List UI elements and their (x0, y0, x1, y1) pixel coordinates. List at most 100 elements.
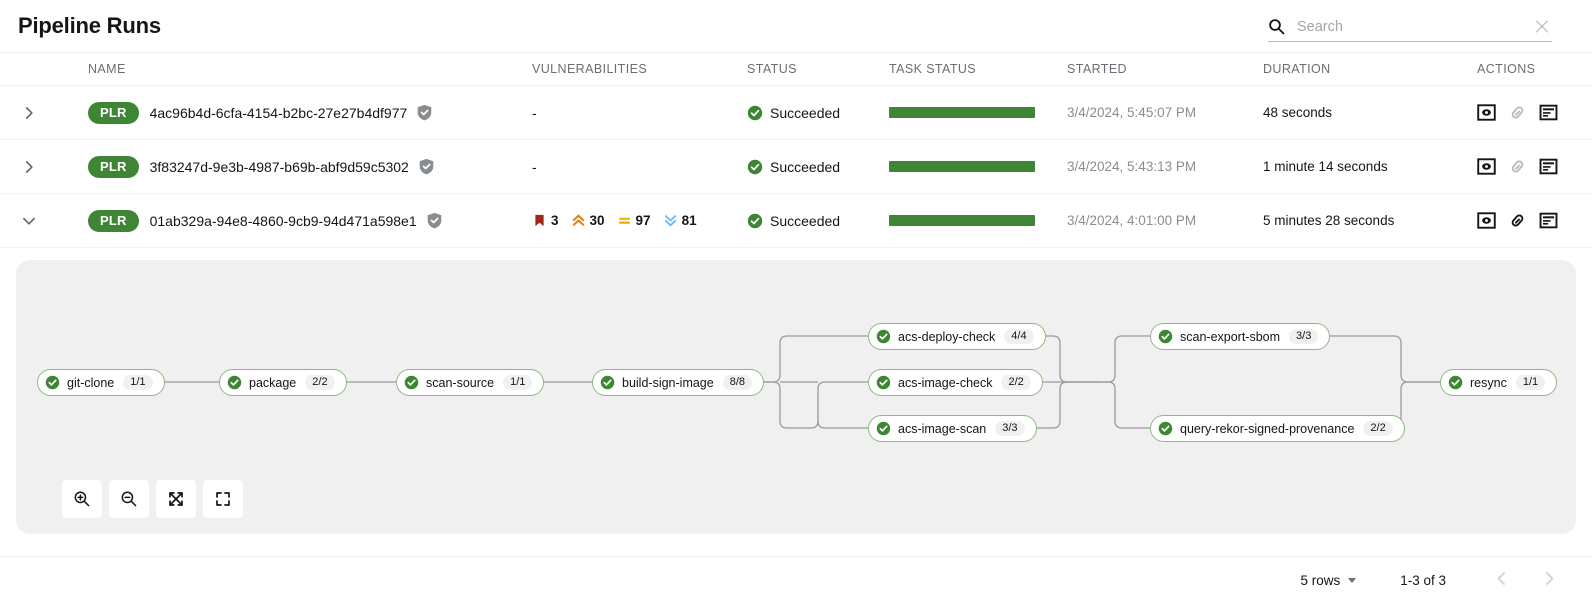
run-name[interactable]: 3f83247d-9e3b-4987-b69b-abf9d59c5302 (149, 158, 409, 175)
run-name-cell[interactable]: PLR 01ab329a-94e8-4860-9cb9-94d471a598e1 (88, 209, 532, 232)
column-header-status: STATUS (747, 62, 797, 76)
graph-node-label: build-sign-image (622, 375, 714, 390)
fit-to-view-button[interactable] (156, 480, 196, 518)
check-circle-icon (747, 159, 763, 175)
monitor-icon[interactable] (1477, 211, 1496, 230)
graph-node-label: resync (1470, 375, 1507, 390)
table-row[interactable]: PLR 3f83247d-9e3b-4987-b69b-abf9d59c5302… (0, 140, 1592, 194)
run-name[interactable]: 01ab329a-94e8-4860-9cb9-94d471a598e1 (149, 212, 417, 229)
graph-node-scan-export-sbom[interactable]: scan-export-sbom 3/3 (1150, 323, 1331, 350)
graph-node-acs-deploy-check[interactable]: acs-deploy-check 4/4 (868, 323, 1046, 350)
chevron-right-icon[interactable] (22, 160, 36, 174)
started-value: 3/4/2024, 5:43:13 PM (1067, 159, 1197, 174)
status-cell: Succeeded (747, 105, 889, 121)
graph-node-acs-image-scan[interactable]: acs-image-scan 3/3 (868, 415, 1037, 442)
task-progress-bar (889, 107, 1035, 118)
graph-node-acs-image-check[interactable]: acs-image-check 2/2 (868, 369, 1043, 396)
status-label: Succeeded (770, 212, 841, 229)
vulnerabilities-cell: - (532, 105, 747, 121)
zoom-out-button[interactable] (109, 480, 149, 518)
shield-check-icon (426, 212, 443, 229)
vuln-critical-count: 3 (551, 213, 559, 228)
graph-node-resync[interactable]: resync 1/1 (1440, 369, 1558, 396)
actions-cell[interactable] (1461, 157, 1592, 176)
rows-per-page-select[interactable]: 5 rows (1300, 573, 1357, 588)
run-name-cell[interactable]: PLR 3f83247d-9e3b-4987-b69b-abf9d59c5302 (88, 155, 532, 178)
column-header-started: STARTED (1067, 62, 1127, 76)
vuln-critical: 3 (532, 213, 559, 228)
status-label: Succeeded (770, 158, 841, 175)
zoom-in-button[interactable] (62, 480, 102, 518)
zoom-out-icon (120, 490, 138, 508)
started-value: 3/4/2024, 4:01:00 PM (1067, 213, 1197, 228)
pagination-next-button[interactable] (1536, 568, 1562, 594)
graph-node-query-rekor-signed-provenance[interactable]: query-rekor-signed-provenance 2/2 (1150, 415, 1405, 442)
task-progress-bar (889, 215, 1035, 226)
table-row[interactable]: PLR 01ab329a-94e8-4860-9cb9-94d471a598e1… (0, 194, 1592, 248)
task-status-cell (889, 161, 1067, 172)
check-circle-icon (227, 375, 242, 390)
vuln-important-count: 30 (589, 213, 605, 228)
task-progress-bar (889, 161, 1035, 172)
vuln-moderate: 97 (617, 213, 651, 228)
graph-node-label: acs-image-scan (898, 421, 987, 436)
actions-cell[interactable] (1461, 211, 1592, 230)
column-header-task-status: TASK STATUS (889, 62, 977, 76)
chevron-left-icon (1494, 571, 1509, 591)
graph-zoom-controls (62, 480, 243, 518)
log-icon[interactable] (1539, 157, 1558, 176)
critical-flag-icon (532, 213, 547, 228)
page-title: Pipeline Runs (18, 13, 161, 38)
status-label: Succeeded (770, 104, 841, 121)
rows-per-page-label: 5 rows (1300, 573, 1341, 588)
table-footer: 5 rows 1-3 of 3 (0, 556, 1592, 604)
reset-view-button[interactable] (203, 480, 243, 518)
graph-node-label: git-clone (67, 375, 115, 390)
check-circle-icon (747, 213, 763, 229)
row-collapse-cell[interactable] (0, 214, 88, 228)
chevron-right-icon[interactable] (22, 106, 36, 120)
zoom-in-icon (73, 490, 91, 508)
graph-node-label: acs-image-check (898, 375, 993, 390)
run-name[interactable]: 4ac96b4d-6cfa-4154-b2bc-27e27b4df977 (149, 104, 408, 121)
row-expand-cell[interactable] (0, 160, 88, 174)
graph-node-label: scan-export-sbom (1180, 329, 1281, 344)
link-icon[interactable] (1508, 103, 1527, 122)
plr-badge: PLR (88, 101, 139, 124)
link-icon[interactable] (1508, 157, 1527, 176)
graph-node-git-clone[interactable]: git-clone 1/1 (37, 369, 165, 396)
run-name-cell[interactable]: PLR 4ac96b4d-6cfa-4154-b2bc-27e27b4df977 (88, 101, 532, 124)
graph-node-count: 2/2 (305, 375, 335, 390)
graph-node-scan-source[interactable]: scan-source 1/1 (396, 369, 545, 396)
pipeline-graph-edges (157, 335, 1440, 429)
column-header-name: NAME (88, 62, 126, 76)
search-input[interactable] (1297, 18, 1532, 35)
check-circle-icon (1448, 375, 1463, 390)
graph-node-count: 8/8 (722, 375, 753, 390)
vuln-low-count: 81 (681, 213, 697, 228)
column-header-actions: ACTIONS (1477, 62, 1536, 76)
check-circle-icon (600, 375, 615, 390)
graph-node-label: scan-source (426, 375, 495, 390)
task-status-cell (889, 107, 1067, 118)
row-expand-cell[interactable] (0, 106, 88, 120)
log-icon[interactable] (1539, 211, 1558, 230)
graph-node-count: 2/2 (1001, 375, 1031, 390)
chevron-down-icon[interactable] (22, 214, 36, 228)
pagination-prev-button[interactable] (1488, 568, 1514, 594)
status-cell: Succeeded (747, 159, 889, 175)
actions-cell[interactable] (1461, 103, 1592, 122)
column-header-duration: DURATION (1263, 62, 1331, 76)
log-icon[interactable] (1539, 103, 1558, 122)
duration-value: 5 minutes 28 seconds (1263, 213, 1395, 228)
graph-node-count: 1/1 (503, 375, 533, 390)
search-box[interactable] (1268, 12, 1552, 42)
graph-node-build-sign-image[interactable]: build-sign-image 8/8 (592, 369, 765, 396)
table-row[interactable]: PLR 4ac96b4d-6cfa-4154-b2bc-27e27b4df977… (0, 86, 1592, 140)
monitor-icon[interactable] (1477, 103, 1496, 122)
monitor-icon[interactable] (1477, 157, 1496, 176)
link-icon[interactable] (1508, 211, 1527, 230)
graph-node-package[interactable]: package 2/2 (219, 369, 347, 396)
close-icon[interactable] (1532, 17, 1552, 37)
graph-node-count: 4/4 (1004, 329, 1034, 344)
